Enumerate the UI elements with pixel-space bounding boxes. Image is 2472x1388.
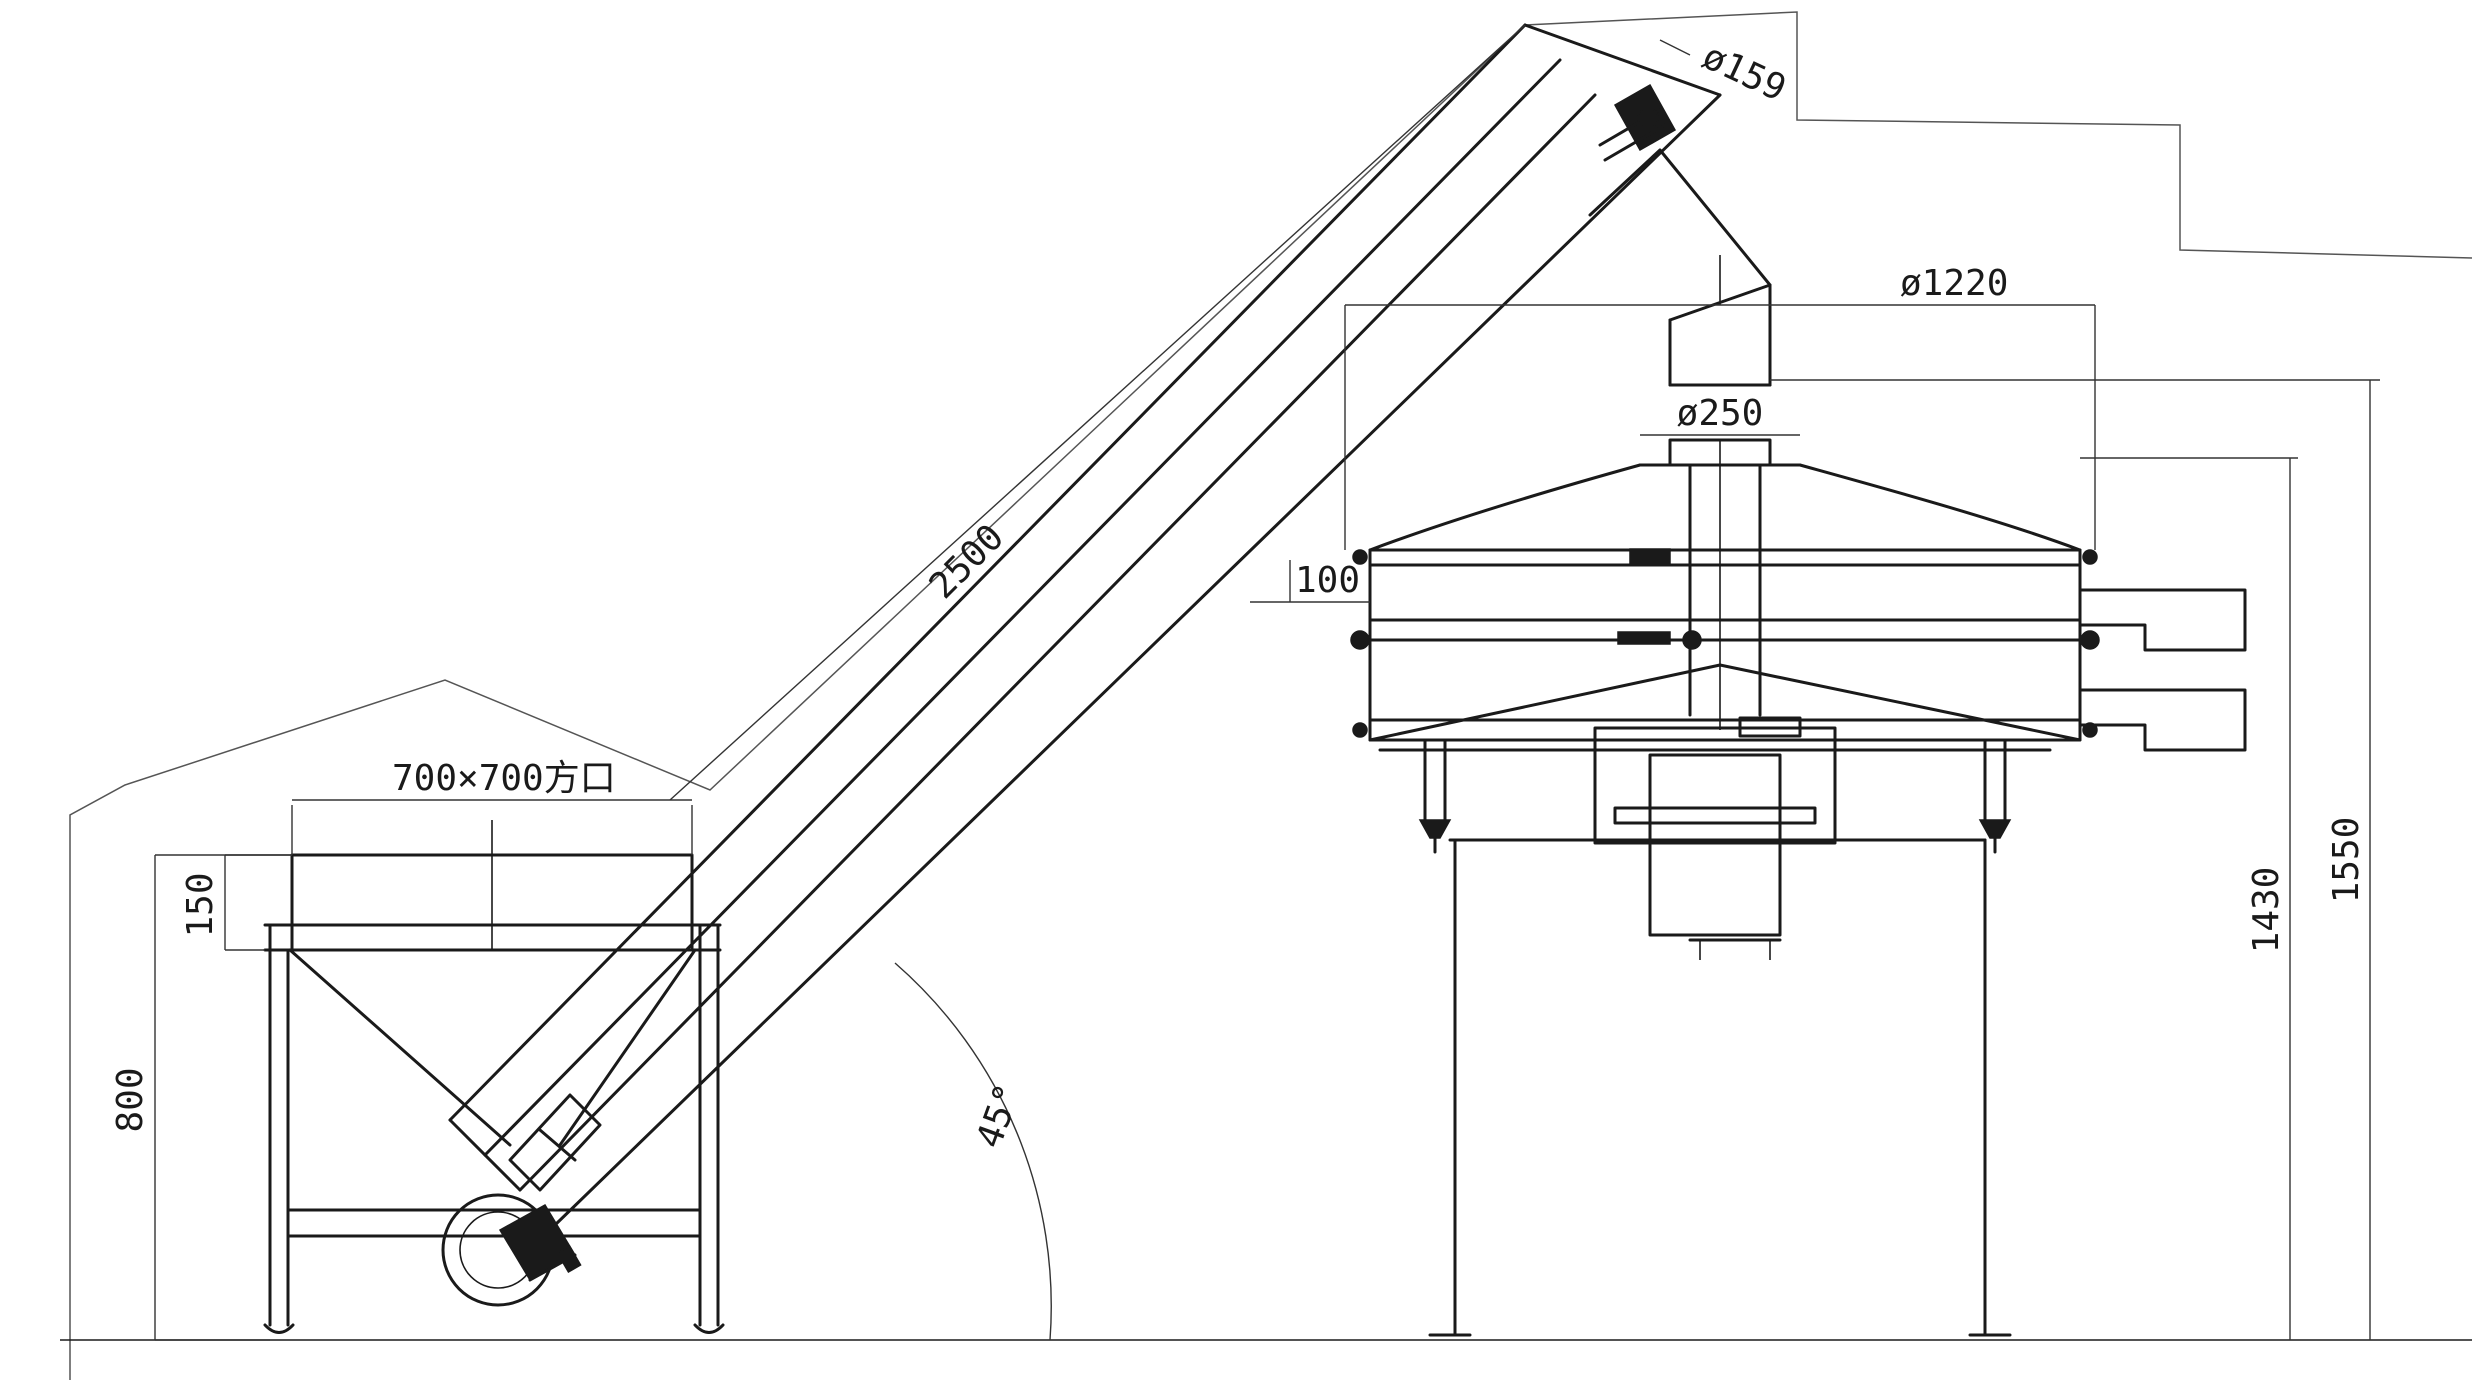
- screen-diameter-label: ø1220: [1900, 263, 2008, 304]
- drive-motor: [441, 1193, 582, 1307]
- layer-height-label: 100: [1295, 560, 1360, 601]
- base-height-label: 1430: [2246, 867, 2287, 954]
- feeding-hopper: [263, 820, 725, 1334]
- top-bearing: [1598, 83, 1677, 162]
- inlet-diameter-label: ø250: [1677, 393, 1764, 434]
- dimension-labels: 700×700方口 150 800 2500 45° ø159 ø1220 ø2…: [110, 36, 2367, 1154]
- background-border: [69, 11, 2472, 1380]
- outlet-diameter-label: ø159: [1696, 36, 1792, 110]
- vibrating-screen: [1350, 438, 2247, 1337]
- hopper-rim-label: 150: [180, 872, 221, 937]
- dimensions: [154, 24, 2380, 1341]
- inlet-size-label: 700×700方口: [392, 758, 616, 799]
- screw-conveyor: [441, 23, 1772, 1307]
- total-height-label: 1550: [2326, 817, 2367, 904]
- hopper-height-label: 800: [110, 1067, 151, 1132]
